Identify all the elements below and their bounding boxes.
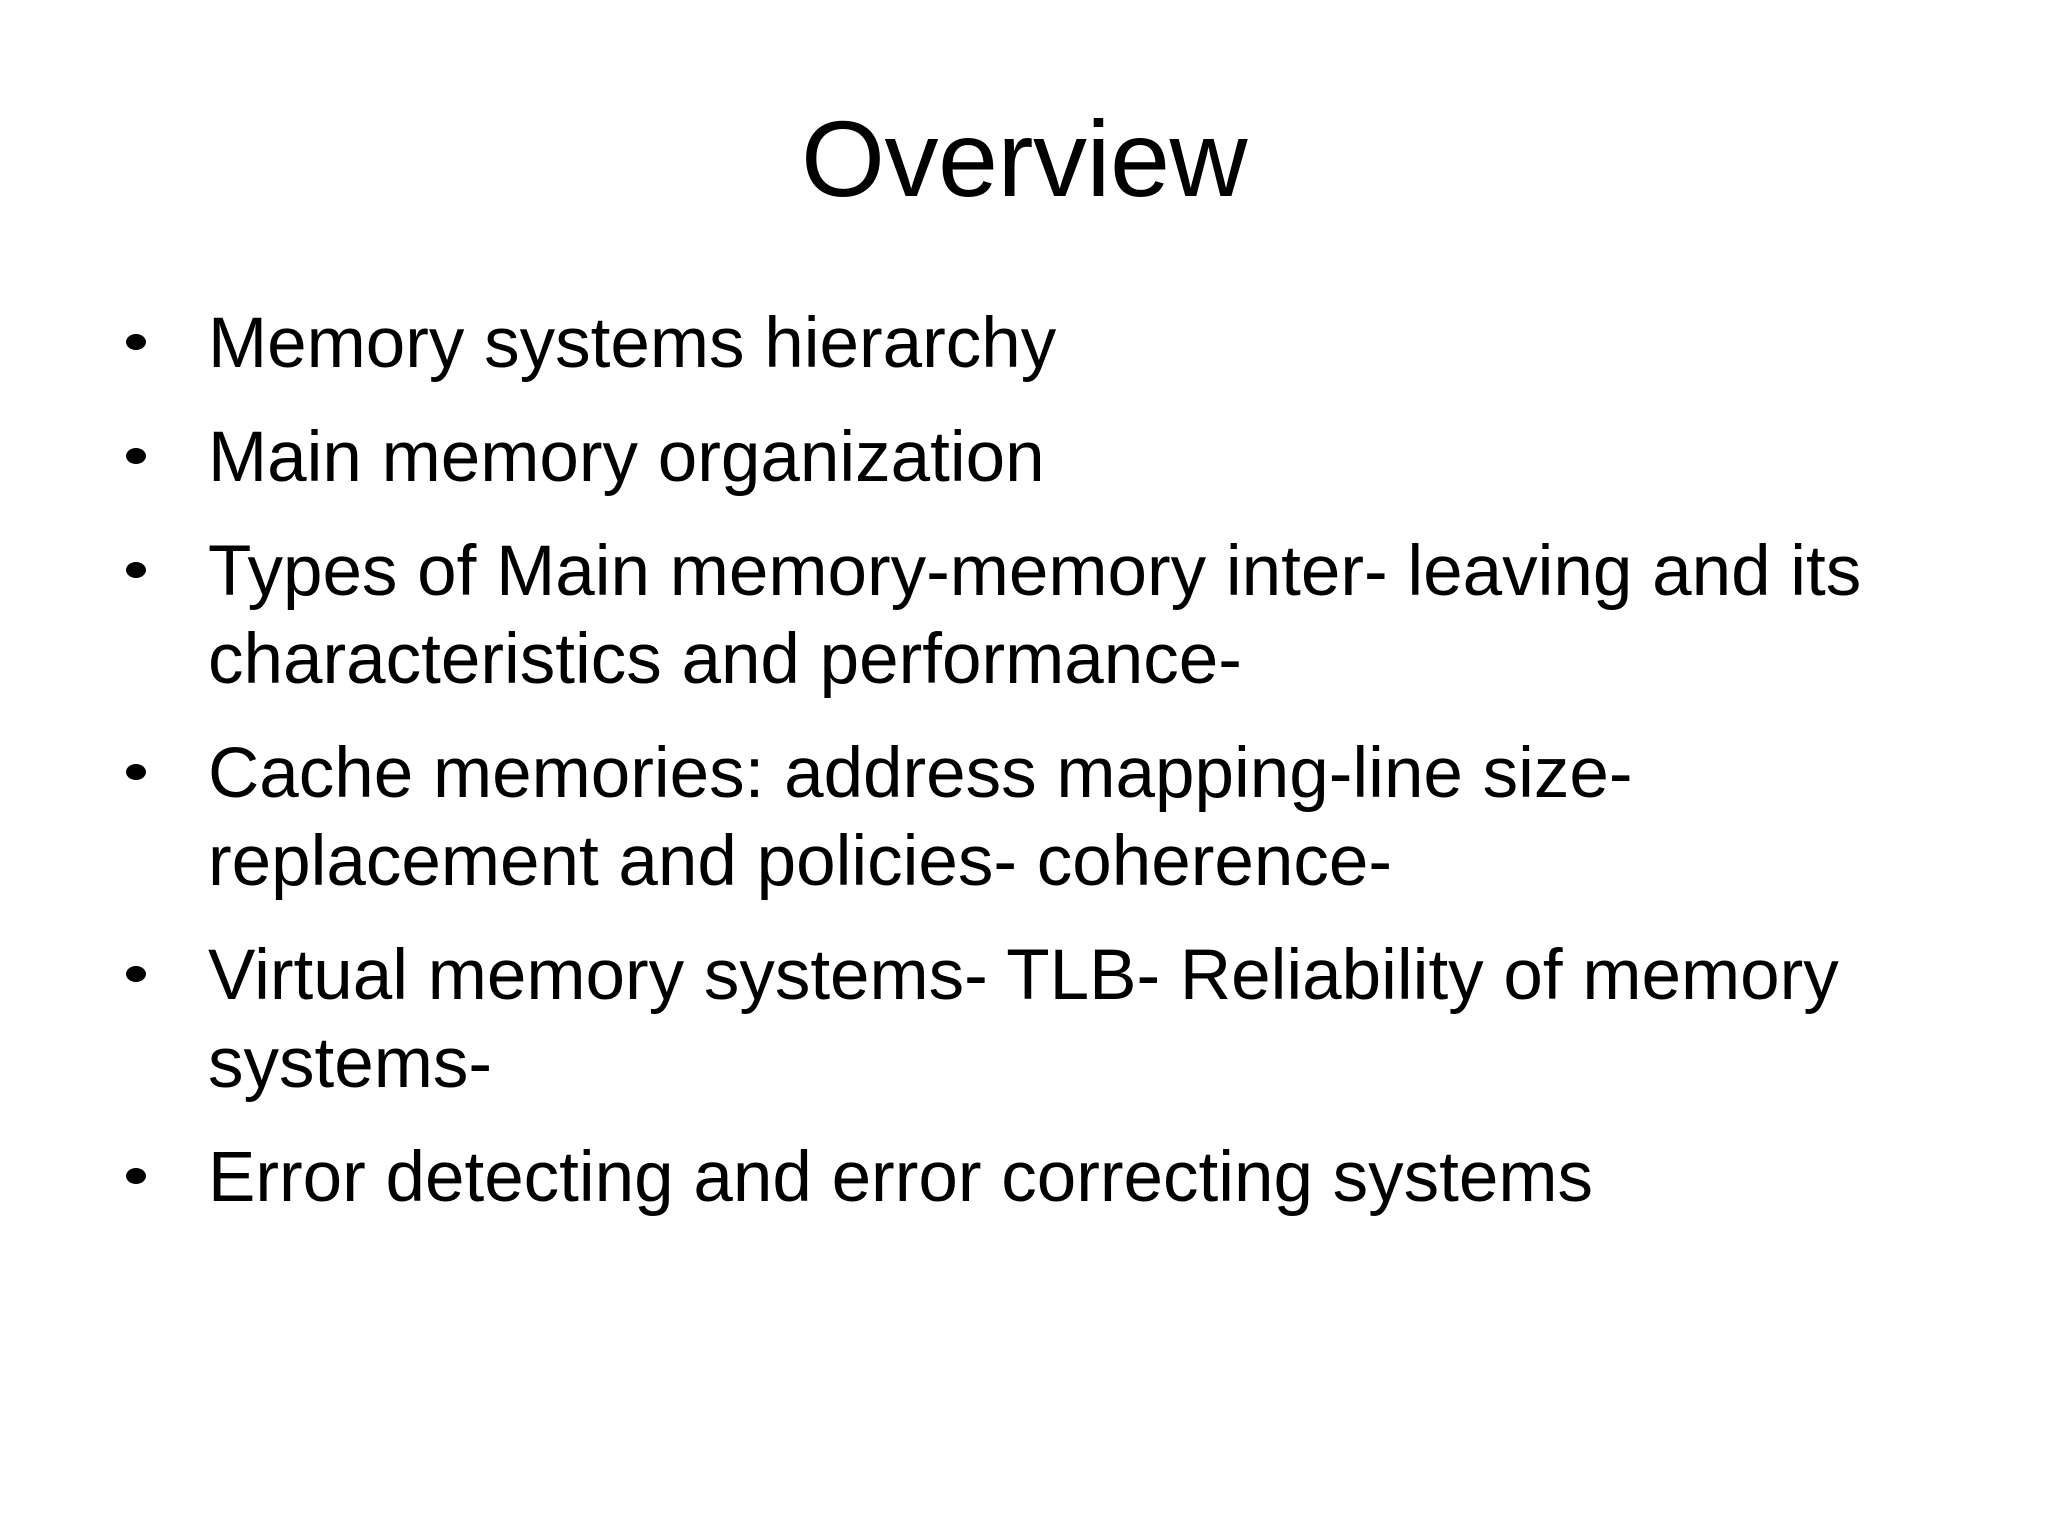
list-item-label: Virtual memory systems- TLB- Reliability… [208,936,1839,1104]
bullet-dot-icon [126,966,146,983]
bullet-dot-icon [126,448,146,465]
list-item: Virtual memory systems- TLB- Reliability… [118,932,1953,1108]
bullet-list: Memory systems hierarchy Main memory org… [118,300,1953,1222]
bullet-dot-icon [126,764,146,781]
list-item: Cache memories: address mapping-line siz… [118,730,1953,906]
list-item-label: Error detecting and error correcting sys… [208,1138,1594,1218]
bullet-dot-icon [126,562,146,579]
bullet-dot-icon [126,334,146,351]
list-item: Error detecting and error correcting sys… [118,1134,1953,1222]
list-item-label: Types of Main memory-memory inter- leavi… [208,532,1862,700]
list-item: Memory systems hierarchy [118,300,1953,388]
list-item: Types of Main memory-memory inter- leavi… [118,528,1953,704]
list-item-label: Cache memories: address mapping-line siz… [208,734,1633,902]
list-item-label: Main memory organization [208,418,1045,498]
bullet-dot-icon [126,1168,146,1185]
list-item: Main memory organization [118,414,1953,502]
list-item-label: Memory systems hierarchy [208,304,1057,383]
page-title: Overview [800,98,1248,219]
